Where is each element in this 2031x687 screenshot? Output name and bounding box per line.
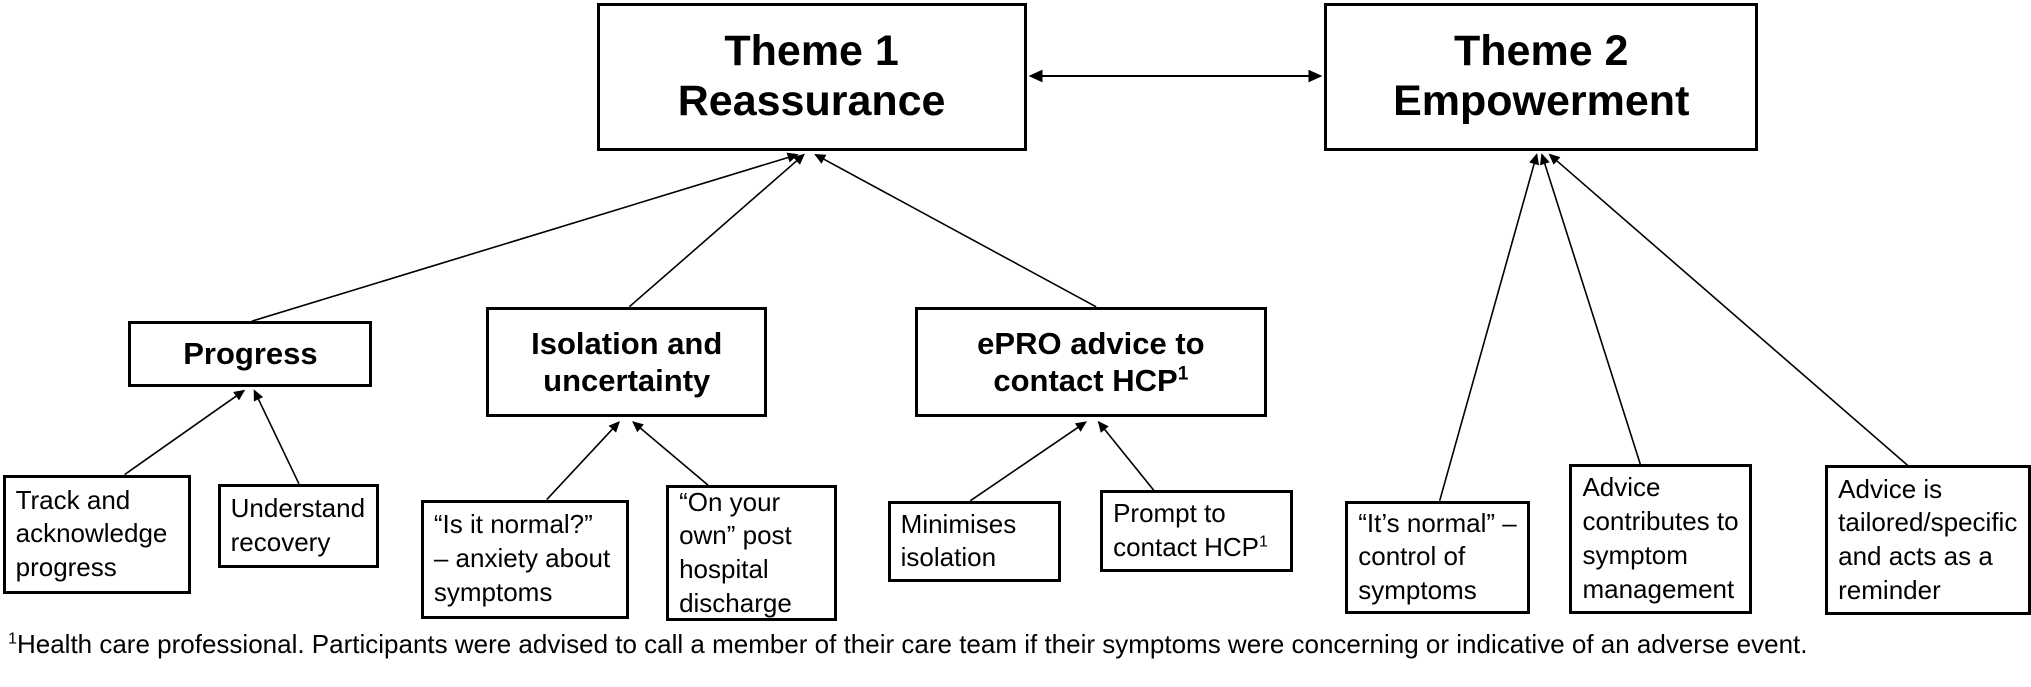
node-advice-tailored-label: Advice is tailored/specific and acts as … <box>1838 473 2018 605</box>
node-understand-recovery[interactable]: Understand recovery <box>217 483 379 568</box>
connector-minimises-to-epro <box>970 420 1088 501</box>
node-is-it-normal-anxiety-label: “Is it normal?” – anxiety about symptoms <box>433 509 611 608</box>
node-track-acknowledge-progress[interactable]: Track and acknowledge progress <box>2 474 192 594</box>
node-minimises-isolation[interactable]: Minimises isolation <box>887 500 1061 583</box>
connector-track-to-progress <box>125 389 246 475</box>
node-prompt-to-contact-hcp[interactable]: Prompt to contact HCP1 <box>1100 490 1293 572</box>
node-advice-contributes-label: Advice contributes to symptom management <box>1582 472 1739 604</box>
node-its-normal-control-label: “It’s normal” – control of symptoms <box>1358 507 1517 606</box>
connector-advice-tailored-to-theme2 <box>1548 153 1908 466</box>
node-advice-tailored[interactable]: Advice is tailored/specific and acts as … <box>1825 465 2031 615</box>
node-isolation-uncertainty-label: Isolation and uncertainty <box>531 325 723 398</box>
connector-prompt-to-epro <box>1097 420 1154 490</box>
node-theme-2[interactable]: Theme 2 Empowerment <box>1324 2 1759 151</box>
footnote-text: Health care professional. Participants w… <box>16 629 1808 659</box>
node-prompt-to-contact-hcp-footnote-marker: 1 <box>1259 532 1268 551</box>
connector-isnormal-to-isolation <box>547 420 621 499</box>
node-theme-2-label: Theme 2 Empowerment <box>1393 27 1690 125</box>
node-understand-recovery-label: Understand recovery <box>230 492 366 557</box>
node-theme-1[interactable]: Theme 1 Reassurance <box>596 2 1027 151</box>
node-epro-advice-footnote-marker: 1 <box>1177 363 1189 385</box>
node-isolation-uncertainty[interactable]: Isolation and uncertainty <box>486 306 768 417</box>
footnote: 1Health care professional. Participants … <box>8 628 2018 662</box>
node-prompt-to-contact-hcp-label: Prompt to contact HCP1 <box>1113 497 1280 565</box>
node-minimises-isolation-label: Minimises isolation <box>900 508 1017 573</box>
node-progress[interactable]: Progress <box>128 321 373 387</box>
node-is-it-normal-anxiety[interactable]: “Is it normal?” – anxiety about symptoms <box>420 499 630 619</box>
connector-understand-to-progress <box>254 388 299 484</box>
node-theme-1-label: Theme 1 Reassurance <box>677 27 946 125</box>
node-on-your-own-post-hospital-label: “On your own” post hospital discharge <box>679 486 792 619</box>
connector-its-normal-to-theme2 <box>1440 152 1540 501</box>
node-its-normal-control[interactable]: “It’s normal” – control of symptoms <box>1345 500 1531 614</box>
footnote-marker: 1 <box>8 629 17 648</box>
node-advice-contributes[interactable]: Advice contributes to symptom management <box>1569 464 1752 614</box>
connector-epro-to-theme1 <box>813 153 1097 307</box>
node-epro-advice-label: ePRO advice to contact HCP1 <box>924 325 1257 399</box>
node-progress-label: Progress <box>183 336 318 372</box>
node-on-your-own-post-hospital[interactable]: “On your own” post hospital discharge <box>666 485 837 622</box>
node-epro-advice[interactable]: ePRO advice to contact HCP1 <box>915 306 1267 417</box>
connector-onyourown-to-isolation <box>631 420 708 485</box>
node-track-acknowledge-progress-label: Track and acknowledge progress <box>15 484 168 583</box>
node-prompt-to-contact-hcp-text: Prompt to contact HCP <box>1113 498 1260 562</box>
connector-isolation-to-theme1 <box>629 153 806 307</box>
connector-advice-contributes-to-theme2 <box>1539 152 1640 464</box>
connector-progress-to-theme1 <box>252 151 800 322</box>
node-epro-advice-text: ePRO advice to contact HCP <box>977 325 1205 398</box>
